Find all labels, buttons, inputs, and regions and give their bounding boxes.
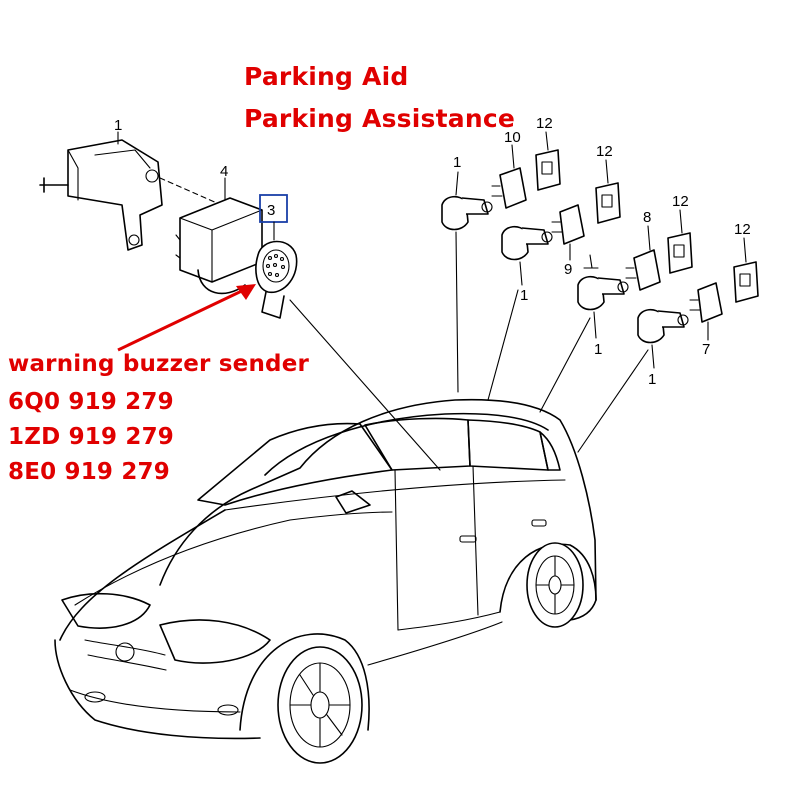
- callout-8: 8: [643, 209, 651, 226]
- title-parking-assistance: Parking Assistance: [244, 104, 515, 133]
- sensor-b: 1: [487, 225, 553, 401]
- callout-3-buzzer: 3: [267, 202, 275, 219]
- pad-12-b: 12: [595, 143, 621, 224]
- callout-4-control-unit: 4: [220, 163, 228, 180]
- holder-8: 8: [625, 209, 661, 291]
- callout-1-sensor-d: 1: [648, 371, 656, 388]
- part-number-2: 1ZD 919 279: [8, 424, 175, 450]
- parking-aid-control-unit: 4: [175, 163, 263, 295]
- car-illustration: [54, 398, 597, 764]
- callout-1-sensor-a: 1: [453, 154, 461, 171]
- callout-12-b: 12: [596, 143, 613, 160]
- title-parking-aid: Parking Aid: [244, 62, 409, 91]
- sensor-group: 1 10 12 1: [441, 115, 759, 453]
- pad-12-c: 12: [667, 193, 693, 274]
- callout-12-d: 12: [734, 221, 751, 238]
- sensor-d: 1: [577, 308, 689, 453]
- holder-7: 7: [689, 282, 723, 358]
- sensor-c: 1: [539, 254, 629, 413]
- leader-line-buzzer: [289, 299, 441, 471]
- pad-12-a: 12: [535, 115, 561, 191]
- holder-10: 10: [491, 129, 527, 209]
- warning-buzzer: 3: [255, 194, 298, 319]
- pointer-arrow: [117, 284, 256, 352]
- callout-1-sensor-c: 1: [594, 341, 602, 358]
- part-number-3: 8E0 919 279: [8, 459, 170, 485]
- pad-12-d: 12: [733, 221, 759, 303]
- holder-9: 9: [551, 204, 585, 278]
- callout-7: 7: [702, 341, 710, 358]
- sensor-a: 1: [441, 154, 493, 393]
- part-number-1: 6Q0 919 279: [8, 389, 174, 415]
- buzzer-label: warning buzzer sender: [8, 351, 310, 377]
- callout-10: 10: [504, 129, 521, 146]
- callout-12-a: 12: [536, 115, 553, 132]
- callout-12-c: 12: [672, 193, 689, 210]
- callout-1-bracket: 1: [114, 117, 122, 134]
- callout-9: 9: [564, 261, 572, 278]
- callout-1-sensor-b: 1: [520, 287, 528, 304]
